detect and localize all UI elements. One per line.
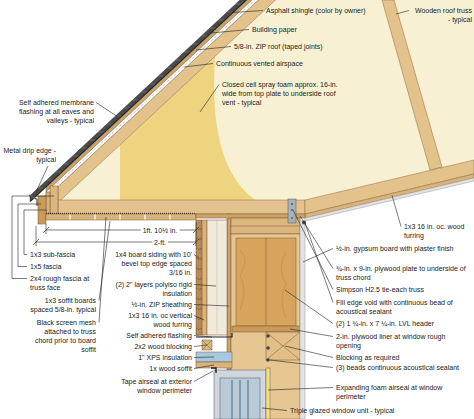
callout-label: Black screen mesh attached to truss chor… [26,318,96,354]
wall [196,199,306,419]
attic-space [58,0,474,203]
roof [30,0,474,221]
callout-label: 1x5 fascia [30,262,94,271]
callout-label: (3) beads continuous acoustical sealant [336,363,470,372]
dimension-line [36,242,196,243]
sub-fascia [46,192,50,214]
callout-label: Fill edge void with continuous bead of a… [336,298,470,316]
callout-label: Continuous vented airspace [216,59,336,68]
truss-web [382,0,442,170]
lvl-header [236,238,296,326]
dimension-label: 2-ft. [152,238,168,247]
callout-label: 2-in. plywood liner at window rough open… [336,332,470,350]
callout-label: 1x3 sub-fascia [30,250,94,259]
plywood-liner [232,326,300,332]
header-ply-joint [266,238,267,326]
callout-label: 1x4 board siding with 10' bevel top edge… [112,250,192,277]
drip-edge [29,195,37,206]
callout-label: Self adhered membrane flashing at all ea… [2,98,94,125]
callout-label: 2x4 rough fascia at truss face [30,274,94,292]
truss-bottom-chord [58,200,305,214]
screen-mesh [46,213,196,214]
callout-label: (2) 2" layers polyiso rigid insulation [112,280,192,298]
callout-label: ½-in. ZIP sheathing [112,300,192,309]
callout-label: 2x2 wood blocking [112,342,192,351]
callout-label: 5/8-in. ZIP roof (taped joints) [234,42,364,51]
callout-label: Blocking as required [336,353,470,362]
callout-label: 1" XPS insulation [112,353,192,362]
callout-label: Building paper [252,25,352,34]
leader-lines [12,11,409,411]
dimensions [33,222,199,246]
foam-airseal [266,368,270,419]
callout-label: Expanding foam airseal at window perimet… [336,383,470,401]
attic [58,0,474,203]
callout-label: 1x3 16 in. oc. wood furring [404,222,472,240]
window-frame [214,370,266,419]
ceiling-gypsum [305,178,474,221]
blocking-cross [266,332,300,360]
callout-label: Wooden roof truss - typical [412,6,472,24]
soffit-boards [46,214,196,220]
blocking [266,332,300,360]
ceiling-furring [305,174,474,218]
h25-tie [288,199,296,223]
wall-gypsum [300,221,305,419]
polyiso-joint [217,220,218,335]
callout-label: Simpson H2.5 tie-each truss [336,285,470,294]
callout-label: 1x3 16 in. oc vertical wood furring [112,311,192,329]
polyiso-insulation [207,220,227,335]
eave [29,186,196,224]
rough-fascia [50,186,58,214]
vertical-furring [202,220,207,335]
callout-label: 1x3 soffit boards spaced 5/8-in. typical [26,296,96,314]
callout-label: Closed cell spray foam approx. 16-in. wi… [222,80,340,107]
callout-label: Asphalt shingle (color by owner) [266,6,382,15]
callout-label: 1x wood soffit [112,364,192,373]
callout-label: Tape airseal at exterior window perimete… [112,377,192,395]
callout-label: Self adhered flashing [112,331,192,340]
airseal-tape [211,368,216,373]
callout-label: Triple glazed window unit - typical [290,406,470,415]
callout-label: ½-in. gypsum board with plaster finish [336,244,470,253]
callout-label: Metal drip edge - typical [2,146,56,164]
dimension-label: 1ft. 10½ in. [141,226,180,235]
callout-label: (2) 1 ¾-in. x 7 ¼-in. LVL header [336,319,470,328]
callout-label: ¾-in. x 9-in. plywood plate to underside… [336,264,470,282]
plate-joint [231,226,300,227]
window-sash [220,378,260,419]
zip-sheathing [227,214,231,370]
